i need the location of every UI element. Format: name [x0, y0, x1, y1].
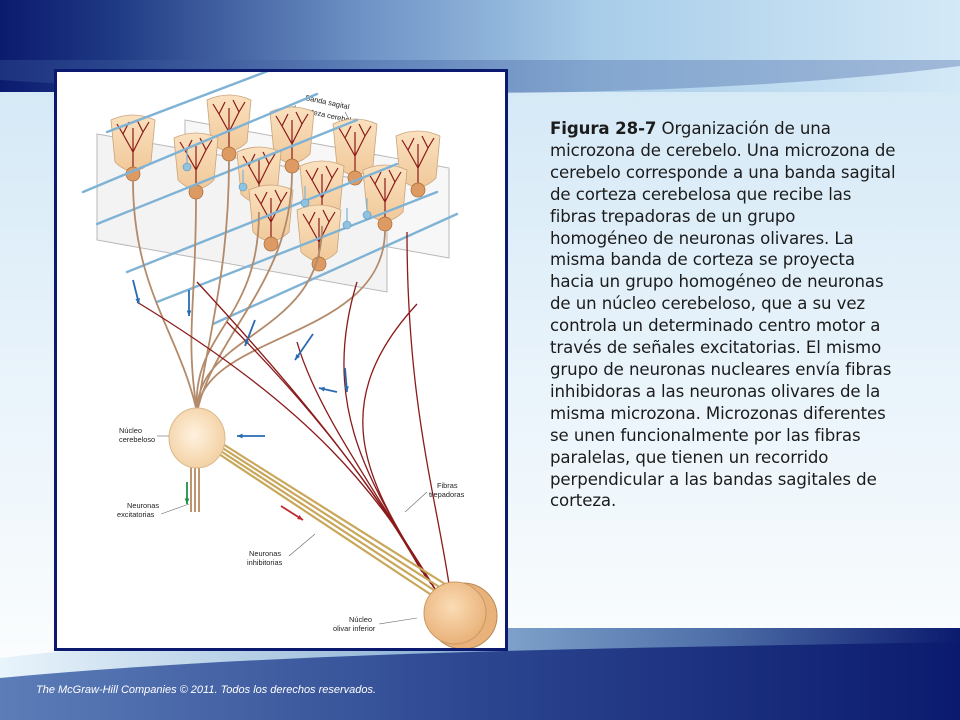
parallel-fiber [155, 190, 439, 304]
arrow [237, 433, 265, 439]
climbing-fiber [343, 281, 429, 581]
parallel-fiber [125, 162, 399, 274]
arrow [244, 319, 256, 347]
svg-text:inhibitorias: inhibitorias [247, 558, 283, 567]
granule-cell [362, 210, 372, 220]
granule-cell [238, 182, 248, 192]
parallel-fiber [81, 92, 319, 194]
purkinje-axon [196, 225, 323, 413]
purkinje-axon [195, 211, 260, 413]
svg-text:Núcleo: Núcleo [119, 426, 142, 435]
inferior-olive-nucleus [423, 581, 498, 648]
svg-text:trepadoras: trepadoras [429, 490, 465, 499]
purkinje-axon [196, 171, 293, 413]
label-nucleo-olivar: Núcleo olivar inferior [333, 615, 418, 633]
purkinje-cell [110, 114, 156, 182]
purkinje-cell [269, 106, 315, 174]
parallel-fiber [211, 212, 459, 326]
parallel-fibers [81, 72, 459, 326]
label-fibras-trepadoras: Fibras trepadoras [404, 481, 465, 513]
label-neuronas-inhibitorias: Neuronas inhibitorias [247, 533, 316, 567]
arrow [294, 333, 314, 361]
arrow [344, 367, 349, 393]
arrow [186, 290, 192, 316]
caption-text: Organización de una microzona de cerebel… [550, 119, 896, 511]
inhibitory-fibers [206, 433, 446, 603]
purkinje-cells [110, 94, 441, 272]
parallel-fiber [105, 72, 269, 134]
purkinje-cell [173, 132, 219, 200]
purkinje-cell [206, 94, 252, 162]
arrow [318, 386, 338, 393]
climbing-fibers [136, 231, 450, 593]
cerebellar-nucleus [168, 407, 226, 469]
figure-panel: Banda sagital de corteza cerebelosa [54, 69, 508, 651]
parallel-fiber [95, 118, 359, 226]
svg-text:Neuronas: Neuronas [127, 501, 159, 510]
caption-figure-label: Figura 28-7 [550, 119, 657, 138]
granule-cell [342, 220, 352, 230]
purkinje-axon [132, 179, 198, 413]
arrow [184, 482, 190, 504]
svg-text:olivar inferior: olivar inferior [333, 624, 376, 633]
figure-caption: Figura 28-7 Organización de una microzon… [550, 118, 898, 512]
arrow [132, 279, 140, 305]
climbing-fiber [196, 281, 423, 573]
svg-text:cerebeloso: cerebeloso [119, 435, 155, 444]
copyright-footer: The McGraw-Hill Companies © 2011. Todos … [36, 684, 377, 696]
purkinje-axon [190, 197, 198, 413]
svg-text:Núcleo: Núcleo [349, 615, 372, 624]
svg-text:Neuronas: Neuronas [249, 549, 281, 558]
svg-text:Fibras: Fibras [437, 481, 458, 490]
purkinje-axon [196, 229, 386, 413]
arrow [280, 505, 304, 521]
label-nucleo-cerebeloso: Núcleo cerebeloso [119, 426, 169, 444]
purkinje-axon [196, 159, 230, 413]
label-neuronas-excitatorias: Neuronas excitatorias [117, 501, 190, 519]
granule-cell [300, 198, 310, 208]
climbing-fiber [362, 303, 426, 577]
purkinje-cell [248, 184, 294, 252]
granule-cell [182, 162, 192, 172]
direction-arrows [132, 279, 349, 521]
purkinje-cell [332, 118, 378, 186]
svg-text:excitatorias: excitatorias [117, 510, 155, 519]
cerebellum-microzone-diagram: Banda sagital de corteza cerebelosa [81, 72, 498, 648]
purkinje-axons [132, 159, 386, 413]
footer-gradient-band [0, 628, 960, 720]
